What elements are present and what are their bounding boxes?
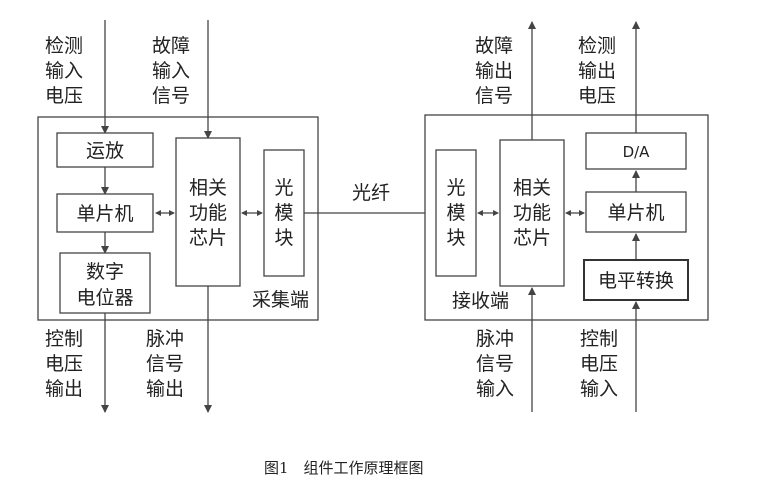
op-amp-box bbox=[56, 132, 154, 168]
digital-pot-label-1: 数字 bbox=[86, 261, 124, 283]
svg-text:信号: 信号 bbox=[146, 353, 184, 375]
receiver-detect-voltage-output-label: 检测 输出 电压 bbox=[578, 35, 616, 107]
sender-optical-module-box bbox=[263, 149, 305, 277]
svg-text:输入: 输入 bbox=[476, 378, 514, 400]
receiver-chip-label-1: 相关 bbox=[513, 177, 551, 199]
svg-text:脉冲: 脉冲 bbox=[476, 328, 514, 350]
svg-text:输出: 输出 bbox=[475, 60, 513, 82]
svg-text:控制: 控制 bbox=[45, 328, 83, 350]
receiver-mcu-label: 单片机 bbox=[607, 202, 664, 224]
svg-text:输出: 输出 bbox=[146, 378, 184, 400]
sender-pulse-signal-output-label: 脉冲 信号 输出 bbox=[146, 328, 184, 400]
svg-text:信号: 信号 bbox=[475, 85, 513, 107]
svg-text:输入: 输入 bbox=[152, 60, 190, 82]
svg-text:电压: 电压 bbox=[45, 353, 83, 375]
svg-text:信号: 信号 bbox=[476, 353, 514, 375]
svg-text:电压: 电压 bbox=[580, 353, 618, 375]
svg-text:电压: 电压 bbox=[578, 85, 616, 107]
receiver-optical-label-1: 光 bbox=[446, 177, 465, 199]
receiver-fault-signal-output-label: 故障 输出 信号 bbox=[475, 35, 513, 107]
svg-text:脉冲: 脉冲 bbox=[146, 328, 184, 350]
svg-text:故障: 故障 bbox=[475, 35, 513, 57]
level-shift-box bbox=[583, 259, 689, 301]
sender-optical-label-1: 光 bbox=[274, 177, 293, 199]
svg-text:输入: 输入 bbox=[45, 60, 83, 82]
receiver-control-voltage-input-label: 控制 电压 输入 bbox=[580, 328, 618, 400]
sender-optical-label-3: 块 bbox=[274, 227, 293, 249]
receiver-end-label: 接收端 bbox=[452, 290, 509, 312]
sender-end-label: 采集端 bbox=[252, 289, 309, 311]
sender-chip-label-3: 芯片 bbox=[189, 227, 227, 249]
sender-chip-label-1: 相关 bbox=[189, 177, 227, 199]
fiber-label: 光纤 bbox=[352, 182, 390, 204]
sender-chip-label-2: 功能 bbox=[189, 202, 227, 224]
svg-text:输入: 输入 bbox=[580, 378, 618, 400]
level-shift-label: 电平转换 bbox=[598, 270, 674, 292]
svg-text:控制: 控制 bbox=[580, 328, 618, 350]
receiver-optical-label-2: 模 bbox=[446, 202, 465, 224]
svg-text:信号: 信号 bbox=[152, 85, 190, 107]
digital-pot-label-2: 电位器 bbox=[76, 287, 133, 309]
digital-pot-box bbox=[59, 252, 151, 314]
receiver-chip-label-2: 功能 bbox=[513, 202, 551, 224]
receiver-optical-label-3: 块 bbox=[446, 227, 465, 249]
svg-text:故障: 故障 bbox=[152, 35, 190, 57]
receiver-chip-label-3: 芯片 bbox=[513, 227, 551, 249]
svg-text:检测: 检测 bbox=[578, 35, 616, 57]
sender-detect-voltage-input-label: 检测 输入 电压 bbox=[45, 35, 83, 107]
dac-box bbox=[585, 132, 687, 170]
sender-mcu-label: 单片机 bbox=[76, 203, 133, 225]
figure-caption: 图1 组件工作原理框图 bbox=[264, 459, 424, 477]
receiver-pulse-signal-input-label: 脉冲 信号 输入 bbox=[476, 328, 514, 400]
receiver-mcu-box bbox=[585, 191, 687, 233]
sender-chip-box bbox=[175, 137, 241, 287]
receiver-optical-module-box bbox=[435, 149, 477, 277]
op-amp-label: 运放 bbox=[86, 140, 124, 162]
svg-text:电压: 电压 bbox=[45, 85, 83, 107]
receiver-chip-box bbox=[499, 139, 565, 287]
sender-fault-signal-input-label: 故障 输入 信号 bbox=[152, 35, 190, 107]
sender-control-voltage-output-label: 控制 电压 输出 bbox=[45, 328, 83, 400]
svg-text:检测: 检测 bbox=[45, 35, 83, 57]
svg-text:输出: 输出 bbox=[45, 378, 83, 400]
dac-label: D/A bbox=[623, 143, 651, 161]
sender-optical-label-2: 模 bbox=[274, 202, 293, 224]
svg-text:输出: 输出 bbox=[578, 60, 616, 82]
sender-mcu-box bbox=[56, 193, 154, 233]
